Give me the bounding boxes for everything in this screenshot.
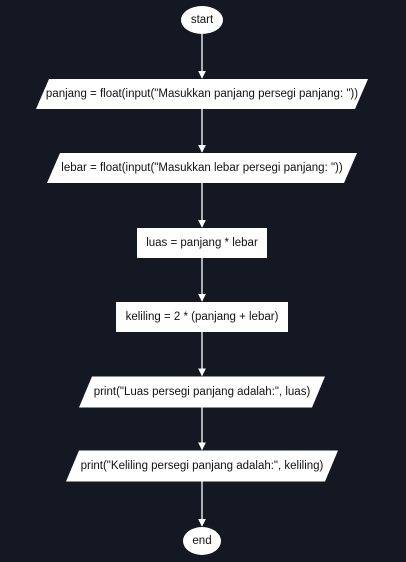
node-shape-print-keliling bbox=[66, 450, 338, 482]
node-shape-calc-luas bbox=[137, 228, 267, 258]
node-label-print-keliling: print("Keliling persegi panjang adalah:"… bbox=[80, 460, 324, 472]
node-label-print-luas: print("Luas persegi panjang adalah:", lu… bbox=[93, 386, 311, 398]
node-shape-print-luas bbox=[79, 376, 325, 408]
node-label-start: start bbox=[190, 14, 214, 26]
node-shape-calc-keliling bbox=[116, 302, 288, 332]
nodes-layer bbox=[36, 6, 368, 555]
node-shape-end bbox=[183, 527, 221, 555]
node-label-input-lebar: lebar = float(input("Masukkan lebar pers… bbox=[61, 162, 343, 174]
node-shape-start bbox=[181, 6, 223, 34]
node-shape-input-panjang bbox=[36, 79, 368, 109]
node-label-calc-keliling: keliling = 2 * (panjang + lebar) bbox=[125, 311, 279, 323]
node-label-input-panjang: panjang = float(input("Masukkan panjang … bbox=[45, 88, 359, 100]
node-shape-input-lebar bbox=[47, 153, 357, 183]
node-label-end: end bbox=[192, 535, 212, 547]
node-label-calc-luas: luas = panjang * lebar bbox=[146, 237, 258, 249]
